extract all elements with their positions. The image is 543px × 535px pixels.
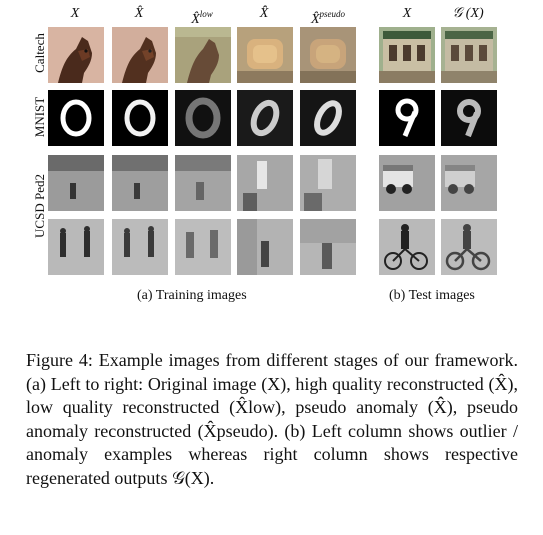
figure-caption: Figure 4: Example images from different … <box>26 349 518 490</box>
image-ped2-a-original <box>48 155 104 211</box>
image-ped2-a-reconstructed <box>112 155 168 211</box>
col-header-pseudo-anomaly: X̂̂ <box>259 6 269 21</box>
image-caltech-pseudo-reconstructed <box>300 27 356 83</box>
row-label-ucsd-ped2: UCSD Ped2 <box>32 174 47 238</box>
row-label-mnist: MNIST <box>32 96 47 138</box>
image-mnist-test-original <box>379 90 435 146</box>
image-ped2-a-pseudo-reconstructed <box>300 155 356 211</box>
image-caltech-test-generated <box>441 27 497 83</box>
image-mnist-pseudo-anomaly <box>237 90 293 146</box>
image-ped2-a-test-generated <box>441 155 497 211</box>
image-ped2-a-test-original <box>379 155 435 211</box>
row-label-caltech: Caltech <box>32 33 47 73</box>
image-ped2-b-test-generated <box>441 219 497 275</box>
image-mnist-low-quality <box>175 90 231 146</box>
image-caltech-pseudo-anomaly <box>237 27 293 83</box>
image-mnist-pseudo-reconstructed <box>300 90 356 146</box>
image-caltech-reconstructed <box>112 27 168 83</box>
image-caltech-test-original <box>379 27 435 83</box>
figure-caption-text: Figure 4: Example images from different … <box>26 350 518 488</box>
image-caltech-low-quality <box>175 27 231 83</box>
col-header-original: X <box>70 6 80 21</box>
image-ped2-b-original <box>48 219 104 275</box>
image-ped2-b-pseudo-reconstructed <box>300 219 356 275</box>
col-header-low-quality: X̂low <box>191 9 213 27</box>
col-header-pseudo-reconstructed: X̂pseudo <box>310 9 346 27</box>
col-header-test-original: X <box>402 6 412 21</box>
image-ped2-a-low-quality <box>175 155 231 211</box>
image-ped2-b-reconstructed <box>112 219 168 275</box>
col-header-reconstructed: X̂ <box>134 6 144 21</box>
image-ped2-a-pseudo-anomaly <box>237 155 293 211</box>
col-header-test-generated: 𝒢 (X) <box>452 6 484 21</box>
subcaption-test: (b) Test images <box>389 288 475 303</box>
image-mnist-test-generated <box>441 90 497 146</box>
image-caltech-original <box>48 27 104 83</box>
image-mnist-original <box>48 90 104 146</box>
image-ped2-b-low-quality <box>175 219 231 275</box>
image-ped2-b-test-original <box>379 219 435 275</box>
subcaption-training: (a) Training images <box>137 288 247 303</box>
image-mnist-reconstructed <box>112 90 168 146</box>
image-ped2-b-pseudo-anomaly <box>237 219 293 275</box>
